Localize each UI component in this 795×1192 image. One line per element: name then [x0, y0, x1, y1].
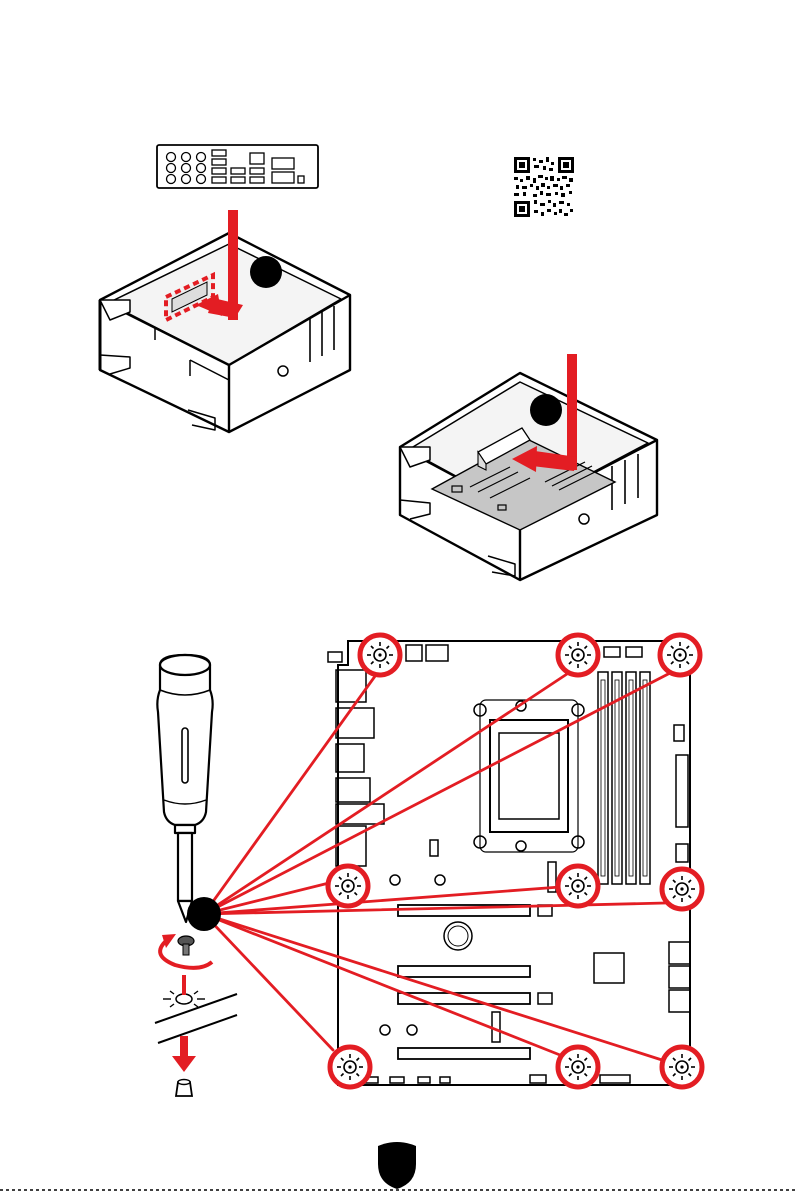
step-2-badge — [530, 394, 562, 426]
screw-hole-marker — [660, 635, 700, 675]
screwdriver-icon — [157, 655, 212, 922]
pc-case-step-1 — [100, 233, 350, 432]
screw-hole-marker — [662, 1047, 702, 1087]
down-arrow-icon — [172, 1036, 196, 1072]
screw-icon — [178, 936, 194, 955]
screw-hole-marker — [360, 635, 400, 675]
case-panel-edge — [155, 994, 237, 1043]
page-shield-icon — [378, 1142, 416, 1189]
qr-code-icon — [514, 157, 574, 217]
screw-hole-marker — [330, 1047, 370, 1087]
io-shield-panel — [157, 145, 318, 188]
screw-hole-marker — [662, 869, 702, 909]
standoff-icon — [176, 1080, 192, 1097]
screw-hole-marker — [558, 866, 598, 906]
step-3-badge — [187, 897, 221, 931]
screw-hole-marker — [328, 866, 368, 906]
motherboard-board — [328, 641, 690, 1085]
step-1-badge — [250, 256, 282, 288]
screw-hole-marker — [558, 1047, 598, 1087]
screw-hole-marker — [558, 635, 598, 675]
screw-hole-indicator — [163, 975, 205, 1007]
